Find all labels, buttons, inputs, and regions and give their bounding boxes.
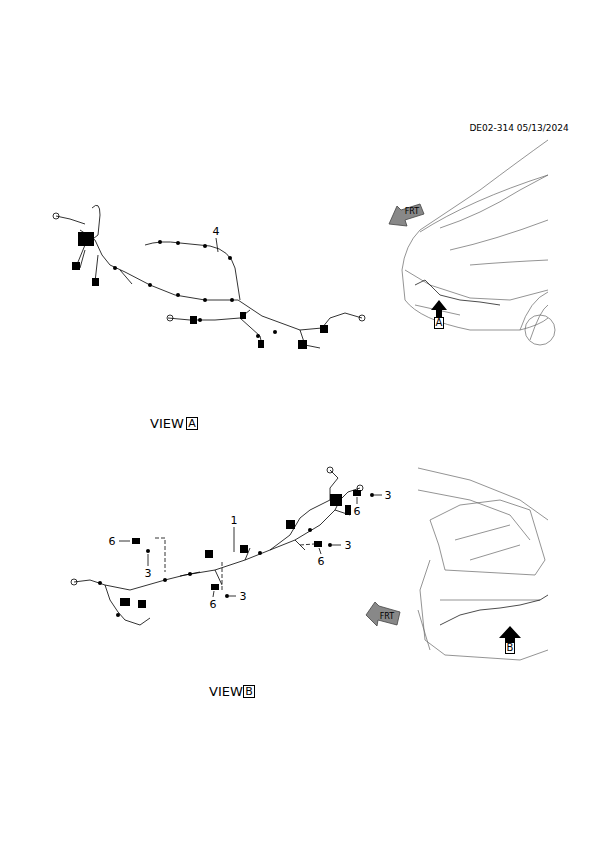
front-marker: FRT bbox=[405, 208, 419, 216]
view-letter: B bbox=[243, 685, 255, 698]
callout-number: 3 bbox=[345, 540, 352, 551]
front-arrow bbox=[389, 204, 424, 226]
rear-harness bbox=[71, 467, 363, 625]
view-letter: B bbox=[505, 642, 516, 654]
rear-car bbox=[418, 468, 548, 660]
callout-number: 6 bbox=[210, 599, 217, 610]
callout-number: 1 bbox=[231, 515, 238, 526]
front-arrow bbox=[366, 602, 400, 626]
view-title: VIEW bbox=[150, 417, 184, 430]
clips bbox=[132, 490, 374, 598]
callout-number: 3 bbox=[145, 568, 152, 579]
view-letter: A bbox=[434, 317, 445, 329]
callout-number: 4 bbox=[213, 226, 220, 237]
view-title: VIEW bbox=[209, 685, 243, 698]
front-harness bbox=[53, 205, 365, 349]
callout-number: 3 bbox=[385, 490, 392, 501]
front-marker: FRT bbox=[380, 613, 394, 621]
callout-number: 6 bbox=[318, 556, 325, 567]
front-car bbox=[402, 140, 555, 345]
callout-number: 6 bbox=[354, 506, 361, 517]
callout-number: 3 bbox=[240, 591, 247, 602]
view-letter: A bbox=[186, 417, 198, 430]
leader-lines bbox=[119, 495, 382, 597]
drawing-code: DE02-314 05/13/2024 bbox=[469, 124, 568, 133]
leader-line bbox=[216, 238, 218, 252]
callout-number: 6 bbox=[109, 536, 116, 547]
view-arrow bbox=[431, 300, 447, 318]
